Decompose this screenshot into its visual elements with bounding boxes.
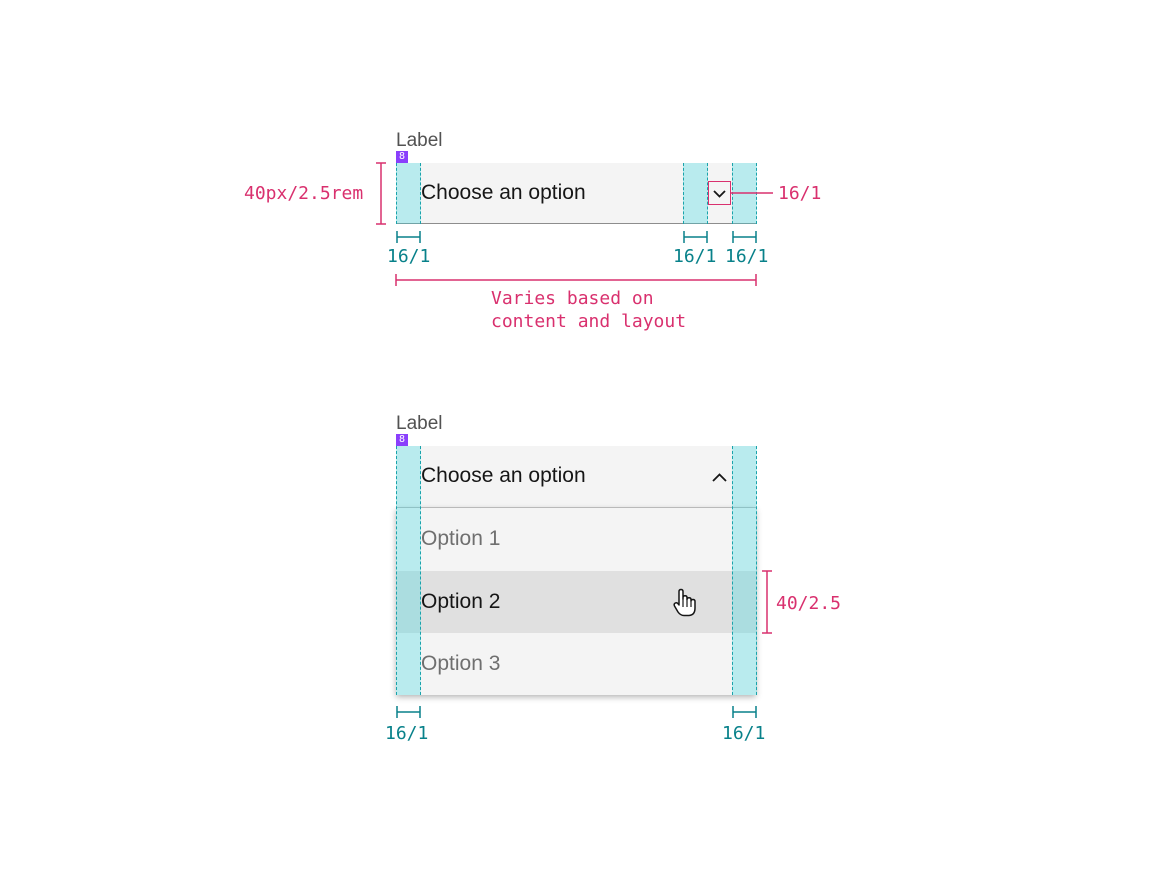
option-item-3[interactable]: Option 3 [396,633,756,695]
left-padding-highlight [396,446,421,695]
dropdown-field-open[interactable] [396,446,756,508]
right-padding-annotation: 16/1 [722,723,766,744]
option-item-2[interactable]: Option 2 [396,571,756,633]
dropdown-label: Label [396,413,443,434]
option-hover-background [396,571,756,633]
dropdown-label: Label [396,130,443,151]
spacing-badge: 8 [396,151,408,163]
left-padding-highlight [396,163,421,224]
option-item-1[interactable]: Option 1 [396,509,756,571]
chevron-up-icon[interactable] [709,467,730,488]
right-padding-annotation: 16/1 [725,246,769,267]
chevron-size-annotation: 16/1 [778,183,822,204]
dropdown-placeholder: Choose an option [421,181,586,204]
item-height-annotation: 40/2.5 [776,593,842,614]
right-padding-highlight [732,446,757,695]
width-annotation-line1: Varies based on [491,288,654,309]
option-label: Option 2 [421,590,501,613]
left-padding-annotation: 16/1 [385,723,429,744]
icon-padding-highlight [683,163,708,224]
spacing-badge: 8 [396,434,408,446]
hand-pointer-icon [672,588,698,618]
chevron-down-icon[interactable] [708,181,731,205]
width-annotation-line2: content and layout [491,311,687,332]
option-label: Option 1 [421,527,501,550]
left-padding-annotation: 16/1 [387,246,431,267]
height-annotation: 40px/2.5rem [244,183,364,204]
dropdown-field[interactable] [396,163,756,224]
dropdown-placeholder: Choose an option [421,464,586,487]
option-label: Option 3 [421,652,501,675]
icon-padding-annotation: 16/1 [673,246,717,267]
